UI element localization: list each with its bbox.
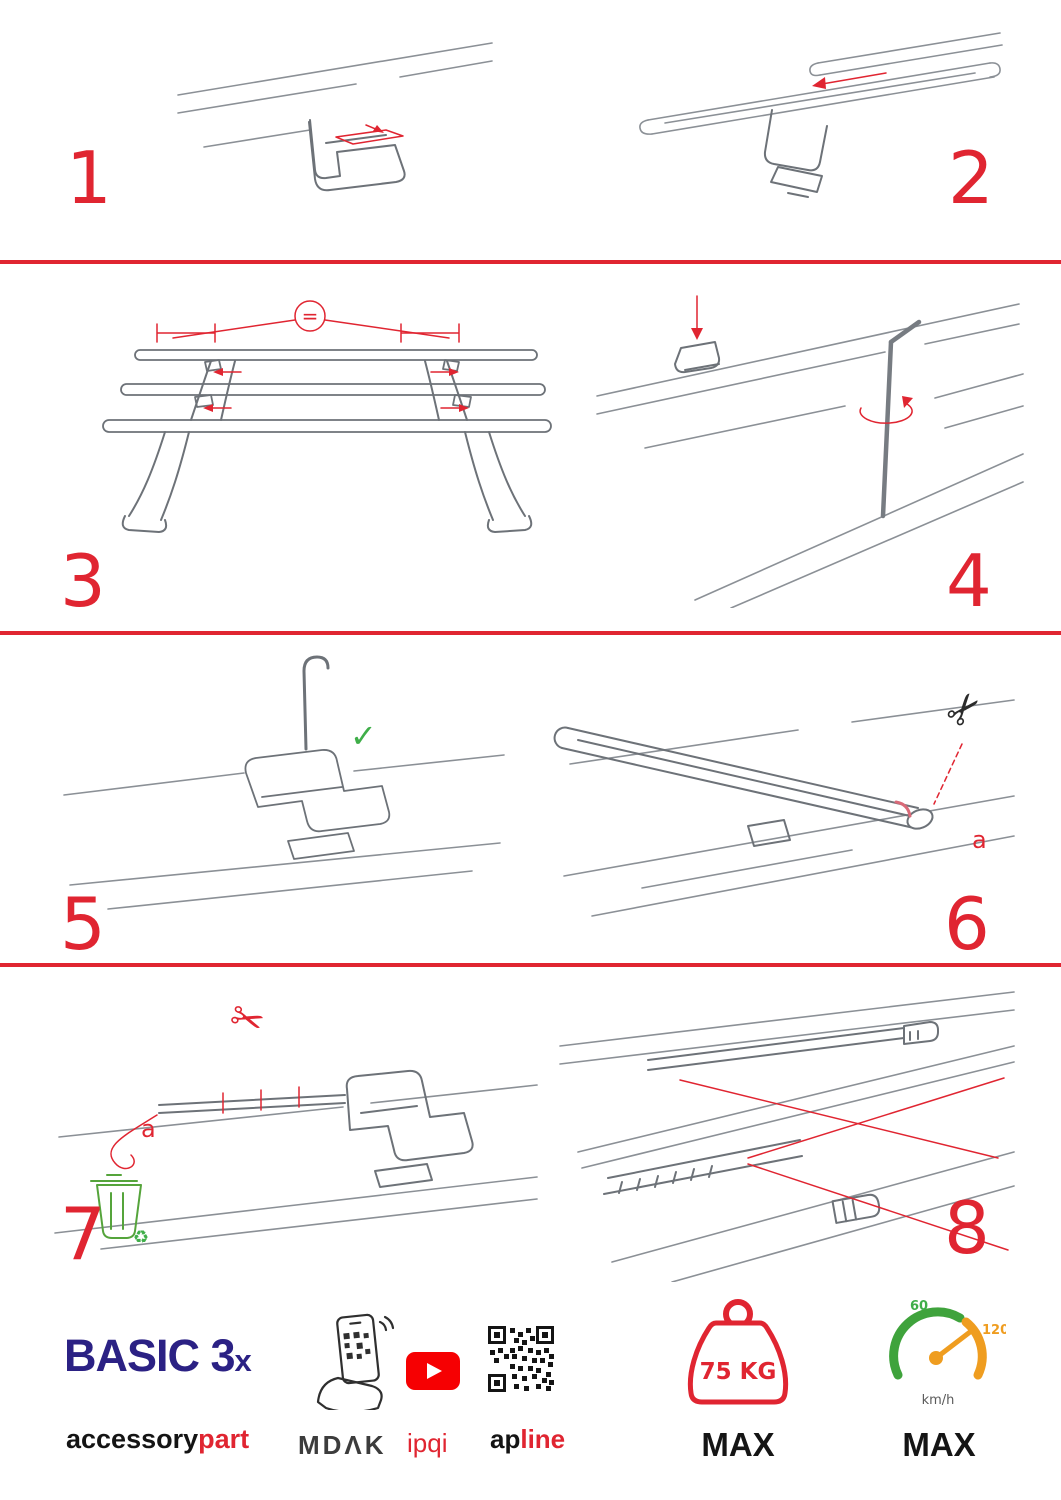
speed-high-label: 120 <box>982 1323 1006 1338</box>
scissors-icon: ✂ <box>224 993 270 1047</box>
check-icon: ✓ <box>350 717 377 755</box>
step-3-illustration: = <box>45 280 575 550</box>
apline-black: ap <box>490 1424 521 1454</box>
bar-slide-drawing <box>639 32 1003 198</box>
step-7-illustration: ✂ a ♻ <box>45 985 545 1250</box>
equals-badge <box>294 300 326 332</box>
step-5-illustration: ✓ <box>48 645 518 915</box>
section-divider <box>0 260 1061 264</box>
clamp-under-rail-drawing <box>177 42 493 192</box>
fixing-rod <box>302 655 330 751</box>
step-8-number: 8 <box>944 1186 990 1270</box>
youtube-icon <box>406 1352 460 1390</box>
clamp-check-drawing: ✓ <box>63 655 505 910</box>
step-2-number: 2 <box>948 136 994 220</box>
scissors-icon: ✂ <box>934 680 994 738</box>
step-6-illustration: ✂ a <box>552 678 1022 928</box>
speed-low-label: 60 <box>910 1299 928 1314</box>
brand-red: part <box>198 1424 250 1454</box>
step-6-number: 6 <box>944 882 990 966</box>
qr-code-icon <box>488 1326 554 1392</box>
step-4-number: 4 <box>946 539 992 623</box>
step-8-illustration <box>552 982 1022 1282</box>
phone-scan-icon <box>312 1312 396 1410</box>
product-name-suffix: x <box>234 1343 252 1378</box>
product-logo: BASIC 3x <box>64 1330 252 1382</box>
trash-icon <box>90 1174 142 1239</box>
step-2-illustration <box>520 15 1020 250</box>
label-a: a <box>972 826 987 854</box>
step-1-number: 1 <box>66 136 112 220</box>
recycle-icon: ♻ <box>133 1227 149 1248</box>
allen-key-tighten-drawing <box>596 295 1024 608</box>
product-name: BASIC 3 <box>64 1330 236 1381</box>
step-5-number: 5 <box>60 882 106 966</box>
max-weight-icon: 75 KG <box>668 1295 808 1417</box>
apline-wordmark: apline <box>490 1424 565 1455</box>
step-1-illustration <box>160 25 500 240</box>
max-weight-value: 75 KG <box>700 1359 777 1385</box>
cut-strip-drawing: ✂ a <box>553 680 1015 917</box>
brand-wordmark: accessorypart <box>66 1424 249 1455</box>
section-divider <box>0 631 1061 635</box>
speedometer-icon: 60 120 km/h <box>872 1292 1006 1418</box>
step-4-illustration <box>585 278 1025 608</box>
speed-unit-label: km/h <box>922 1393 955 1408</box>
allen-key <box>880 319 922 519</box>
brand-black: accessory <box>66 1424 199 1454</box>
end-caps-drawing <box>559 991 1015 1282</box>
section-divider <box>0 963 1061 967</box>
trim-and-discard-drawing: ✂ a ♻ <box>54 993 538 1250</box>
max-weight-label: MAX <box>701 1426 775 1463</box>
mdak-wordmark: MDΛK <box>298 1430 387 1460</box>
apline-red: line <box>520 1424 566 1454</box>
ipqi-wordmark: ipqi <box>407 1428 448 1458</box>
label-a: a <box>141 1115 156 1143</box>
crossbars-equal-spacing-drawing: = <box>102 300 552 533</box>
step-7-number: 7 <box>60 1192 106 1276</box>
equals-annotation: = <box>302 304 319 328</box>
max-speed-label: MAX <box>902 1426 976 1463</box>
step-3-number: 3 <box>60 539 106 623</box>
